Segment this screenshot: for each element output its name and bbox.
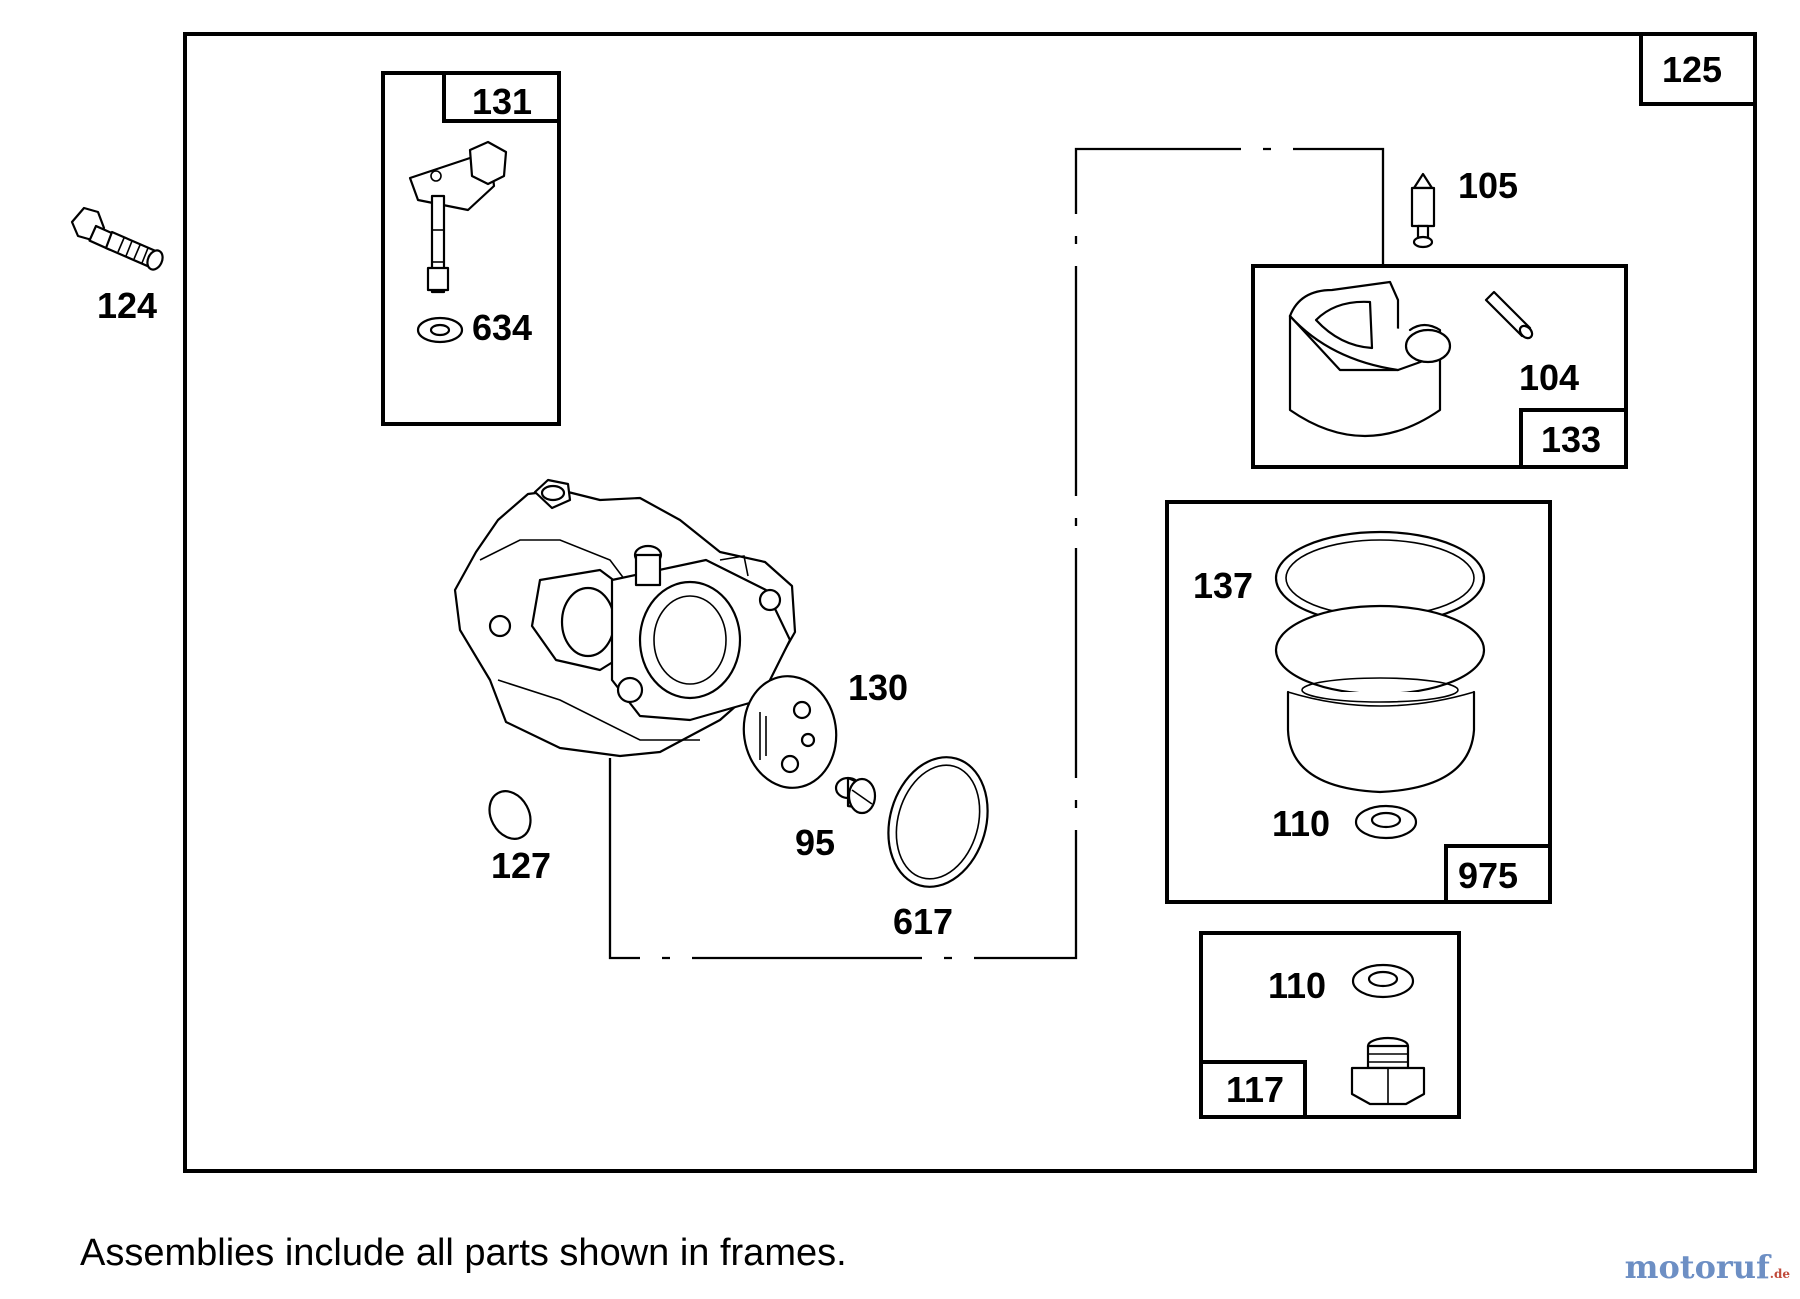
watermark-logo: motoruf.de [1625,1248,1790,1286]
kit-frame-131 [381,71,561,426]
screw-95 [834,776,877,815]
float-bowl-137 [1274,530,1486,794]
callout-617: 617 [893,901,953,942]
callout-104: 104 [1519,357,1579,398]
kit-label-box-117 [1199,1060,1307,1119]
kit-frame-133 [1251,264,1628,469]
bolt-124 [70,206,164,271]
welch-plug-127 [488,790,532,840]
callout-130: 130 [848,667,908,708]
plate-130 [742,675,838,789]
callout-110-a: 110 [1272,803,1330,844]
assembly-label-125: 125 [1662,49,1722,90]
assembly-frame-125 [183,32,1757,1173]
footnote: Assemblies include all parts shown in fr… [80,1232,847,1274]
kit-label-131: 131 [472,81,532,122]
pin-104 [1484,290,1534,340]
watermark-name: motoruf [1624,1248,1770,1286]
assembly-label-box-125 [1639,32,1757,106]
carburetor-body [453,478,797,758]
callout-95: 95 [795,822,835,863]
washer-110-a [1354,804,1418,840]
callout-105: 105 [1458,165,1518,206]
kit-label-box-975 [1444,844,1552,904]
kit-label-975: 975 [1458,855,1518,896]
bowl-bolt-117 [1350,1036,1426,1106]
callout-127: 127 [491,845,551,886]
callout-137: 137 [1193,565,1253,606]
gasket-617 [887,756,989,888]
callout-124: 124 [97,285,157,326]
needle-105 [1410,172,1436,249]
callout-634: 634 [472,307,532,348]
seal-634 [416,316,464,344]
kit-label-133: 133 [1541,419,1601,460]
kit-label-box-131 [442,71,561,123]
leader-line-carburetor [608,147,1385,960]
kit-frame-975 [1165,500,1552,904]
kit-frame-117 [1199,931,1461,1119]
watermark-tld: .de [1769,1267,1790,1281]
kit-label-box-133 [1519,408,1628,469]
float-133 [1288,280,1452,438]
kit-label-117: 117 [1226,1069,1284,1110]
washer-110-b [1351,963,1415,999]
choke-shaft-131 [408,140,508,294]
callout-110-b: 110 [1268,965,1326,1006]
